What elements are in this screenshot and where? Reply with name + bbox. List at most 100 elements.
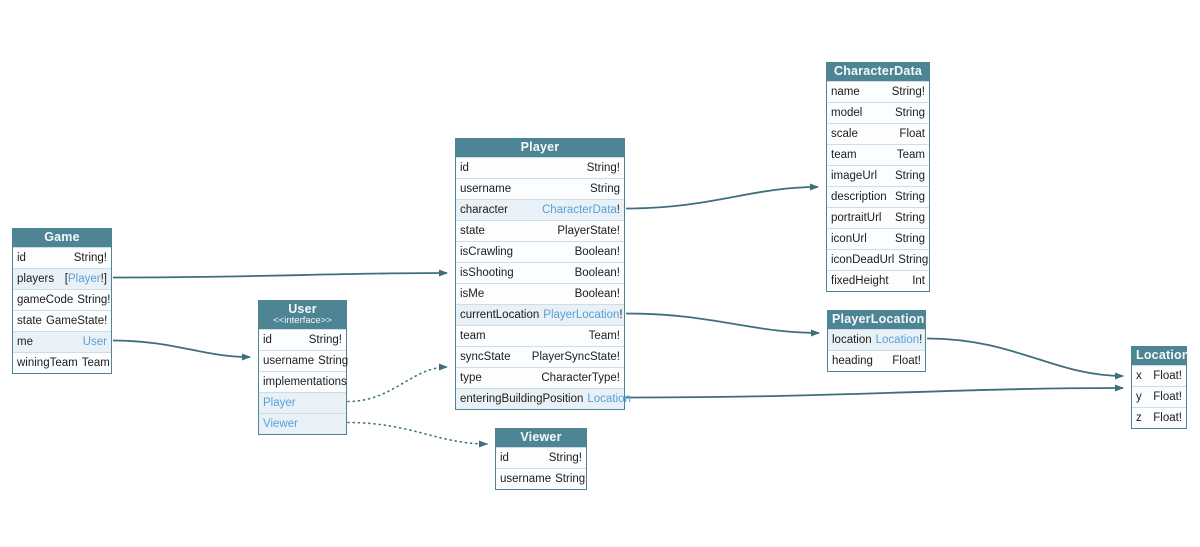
- field-row[interactable]: Viewer: [259, 413, 346, 434]
- relationship-players-to-player: [112, 269, 448, 279]
- table-title-text: PlayerLocation: [832, 312, 925, 326]
- field-name: z: [1136, 412, 1142, 424]
- field-name: y: [1136, 391, 1142, 403]
- table-title[interactable]: Location: [1132, 347, 1189, 365]
- field-type: String!: [77, 294, 111, 306]
- table-title[interactable]: Viewer: [496, 429, 586, 447]
- type-link[interactable]: Player: [68, 273, 101, 285]
- table-title-text: CharacterData: [833, 64, 923, 78]
- relationship-character-to-characterdata: [625, 183, 819, 210]
- field-name: model: [831, 107, 863, 119]
- type-link[interactable]: User: [82, 336, 107, 348]
- field-name: isMe: [460, 288, 485, 300]
- table-title[interactable]: CharacterData: [827, 63, 929, 81]
- field-name: implementations: [263, 376, 347, 388]
- type-link[interactable]: PlayerLocation: [543, 309, 620, 321]
- field-name: iconDeadUrl: [831, 254, 895, 266]
- field-name: gameCode: [17, 294, 74, 306]
- field-row[interactable]: iconUrl String: [827, 228, 929, 249]
- field-name: team: [831, 149, 857, 161]
- field-row[interactable]: syncState PlayerSyncState!: [456, 346, 624, 367]
- table-title[interactable]: Player: [456, 139, 624, 157]
- field-type: String!: [891, 86, 925, 98]
- field-type: PlayerSyncState!: [531, 351, 620, 363]
- table-title[interactable]: PlayerLocation: [828, 311, 925, 329]
- field-name: character: [460, 204, 508, 216]
- field-name: syncState: [460, 351, 511, 363]
- field-name: iconUrl: [831, 233, 867, 245]
- implementation-type-link[interactable]: Player: [263, 397, 296, 409]
- type-link[interactable]: Location: [875, 334, 920, 346]
- field-name: state: [460, 225, 485, 237]
- table-title[interactable]: User<<interface>>: [259, 301, 346, 329]
- field-name: location: [832, 334, 872, 346]
- relationship-Viewer-to-viewer: [347, 421, 488, 448]
- field-name: enteringBuildingPosition: [460, 393, 584, 405]
- field-name: imageUrl: [831, 170, 878, 182]
- field-row[interactable]: Player: [259, 392, 346, 413]
- field-row[interactable]: implementations: [259, 371, 347, 392]
- field-type: String: [898, 254, 929, 266]
- field-type: String: [894, 191, 925, 203]
- field-name: username: [500, 473, 552, 485]
- field-type: String!: [548, 452, 582, 464]
- field-type: Team!: [588, 330, 620, 342]
- field-name: players: [17, 273, 55, 285]
- field-name: winingTeam: [17, 357, 78, 369]
- type-link[interactable]: CharacterData: [542, 204, 617, 216]
- implementation-type-link[interactable]: Viewer: [263, 418, 298, 430]
- field-name: id: [460, 162, 469, 174]
- table-title[interactable]: Game: [13, 229, 111, 247]
- interface-subtitle: <<interface>>: [273, 315, 332, 326]
- field-type: String: [555, 473, 586, 485]
- field-type: CharacterType!: [541, 372, 620, 384]
- field-row[interactable]: players[Player!]: [13, 268, 111, 289]
- table-title-text: Viewer: [520, 430, 562, 444]
- type-link[interactable]: Location: [587, 393, 631, 405]
- field-type: String: [894, 233, 925, 245]
- field-name: isCrawling: [460, 246, 514, 258]
